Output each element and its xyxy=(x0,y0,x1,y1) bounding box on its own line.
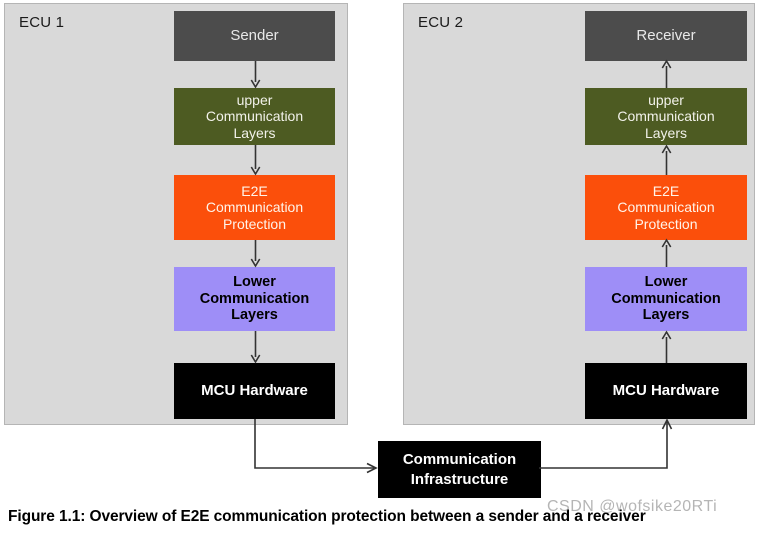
ecu2-lower-line-3: Layers xyxy=(642,307,690,324)
infra-line-1: Communication xyxy=(402,451,517,468)
ecu1-lower-communication-layers-box[interactable]: Lower Communication Layers xyxy=(174,267,335,331)
ecu1-mcu-hardware-box[interactable]: MCU Hardware xyxy=(174,363,335,419)
communication-infrastructure-box[interactable]: Communication Infrastructure xyxy=(378,441,541,498)
ecu2-upper-line-3: Layers xyxy=(644,124,688,141)
ecu2-e2e-line-1: E2E xyxy=(652,183,680,200)
figure-caption: Figure 1.1: Overview of E2E communicatio… xyxy=(8,508,646,525)
ecu2-lower-line-2: Communication xyxy=(611,290,721,307)
receiver-label: Receiver xyxy=(636,27,696,45)
ecu1-e2e-communication-protection-box[interactable]: E2E Communication Protection xyxy=(174,175,335,240)
ecu1-e2e-line-3: Protection xyxy=(222,215,287,232)
ecu2-upper-line-2: Communication xyxy=(617,108,715,125)
ecu1-upper-line-2: Communication xyxy=(205,108,304,125)
sender-label: Sender xyxy=(230,27,279,45)
ecu2-e2e-communication-protection-box[interactable]: E2E Communication Protection xyxy=(585,175,747,240)
infra-line-2: Infrastructure xyxy=(410,470,509,488)
sender-box[interactable]: Sender xyxy=(174,11,335,61)
ecu-1-label: ECU 1 xyxy=(19,14,65,31)
ecu1-upper-communication-layers-box[interactable]: upper Communication Layers xyxy=(174,88,335,145)
ecu1-lower-line-2: Communication xyxy=(199,290,310,307)
ecu1-lower-line-1: Lower xyxy=(233,273,276,290)
ecu2-e2e-line-2: Communication xyxy=(617,199,715,216)
ecu1-upper-line-1: upper xyxy=(236,92,273,109)
ecu1-mcu-label: MCU Hardware xyxy=(201,382,308,400)
arrow-infrastructure-to-ecu2-mcu xyxy=(539,418,675,475)
ecu1-upper-line-3: Layers xyxy=(233,124,276,141)
ecu2-lower-communication-layers-box[interactable]: Lower Communication Layers xyxy=(585,267,747,331)
ecu2-upper-communication-layers-box[interactable]: upper Communication Layers xyxy=(585,88,747,145)
arrow-ecu1-mcu-to-infrastructure xyxy=(252,419,382,475)
ecu1-e2e-line-2: Communication xyxy=(205,199,304,216)
ecu2-mcu-label: MCU Hardware xyxy=(612,382,720,400)
ecu-2-label: ECU 2 xyxy=(418,14,464,31)
ecu2-mcu-hardware-box[interactable]: MCU Hardware xyxy=(585,363,747,419)
ecu1-lower-line-3: Layers xyxy=(231,307,278,324)
ecu2-upper-line-1: upper xyxy=(648,92,684,109)
ecu2-e2e-line-3: Protection xyxy=(634,215,698,232)
ecu2-lower-line-1: Lower xyxy=(644,273,688,290)
receiver-box[interactable]: Receiver xyxy=(585,11,747,61)
ecu1-e2e-line-1: E2E xyxy=(241,183,268,200)
